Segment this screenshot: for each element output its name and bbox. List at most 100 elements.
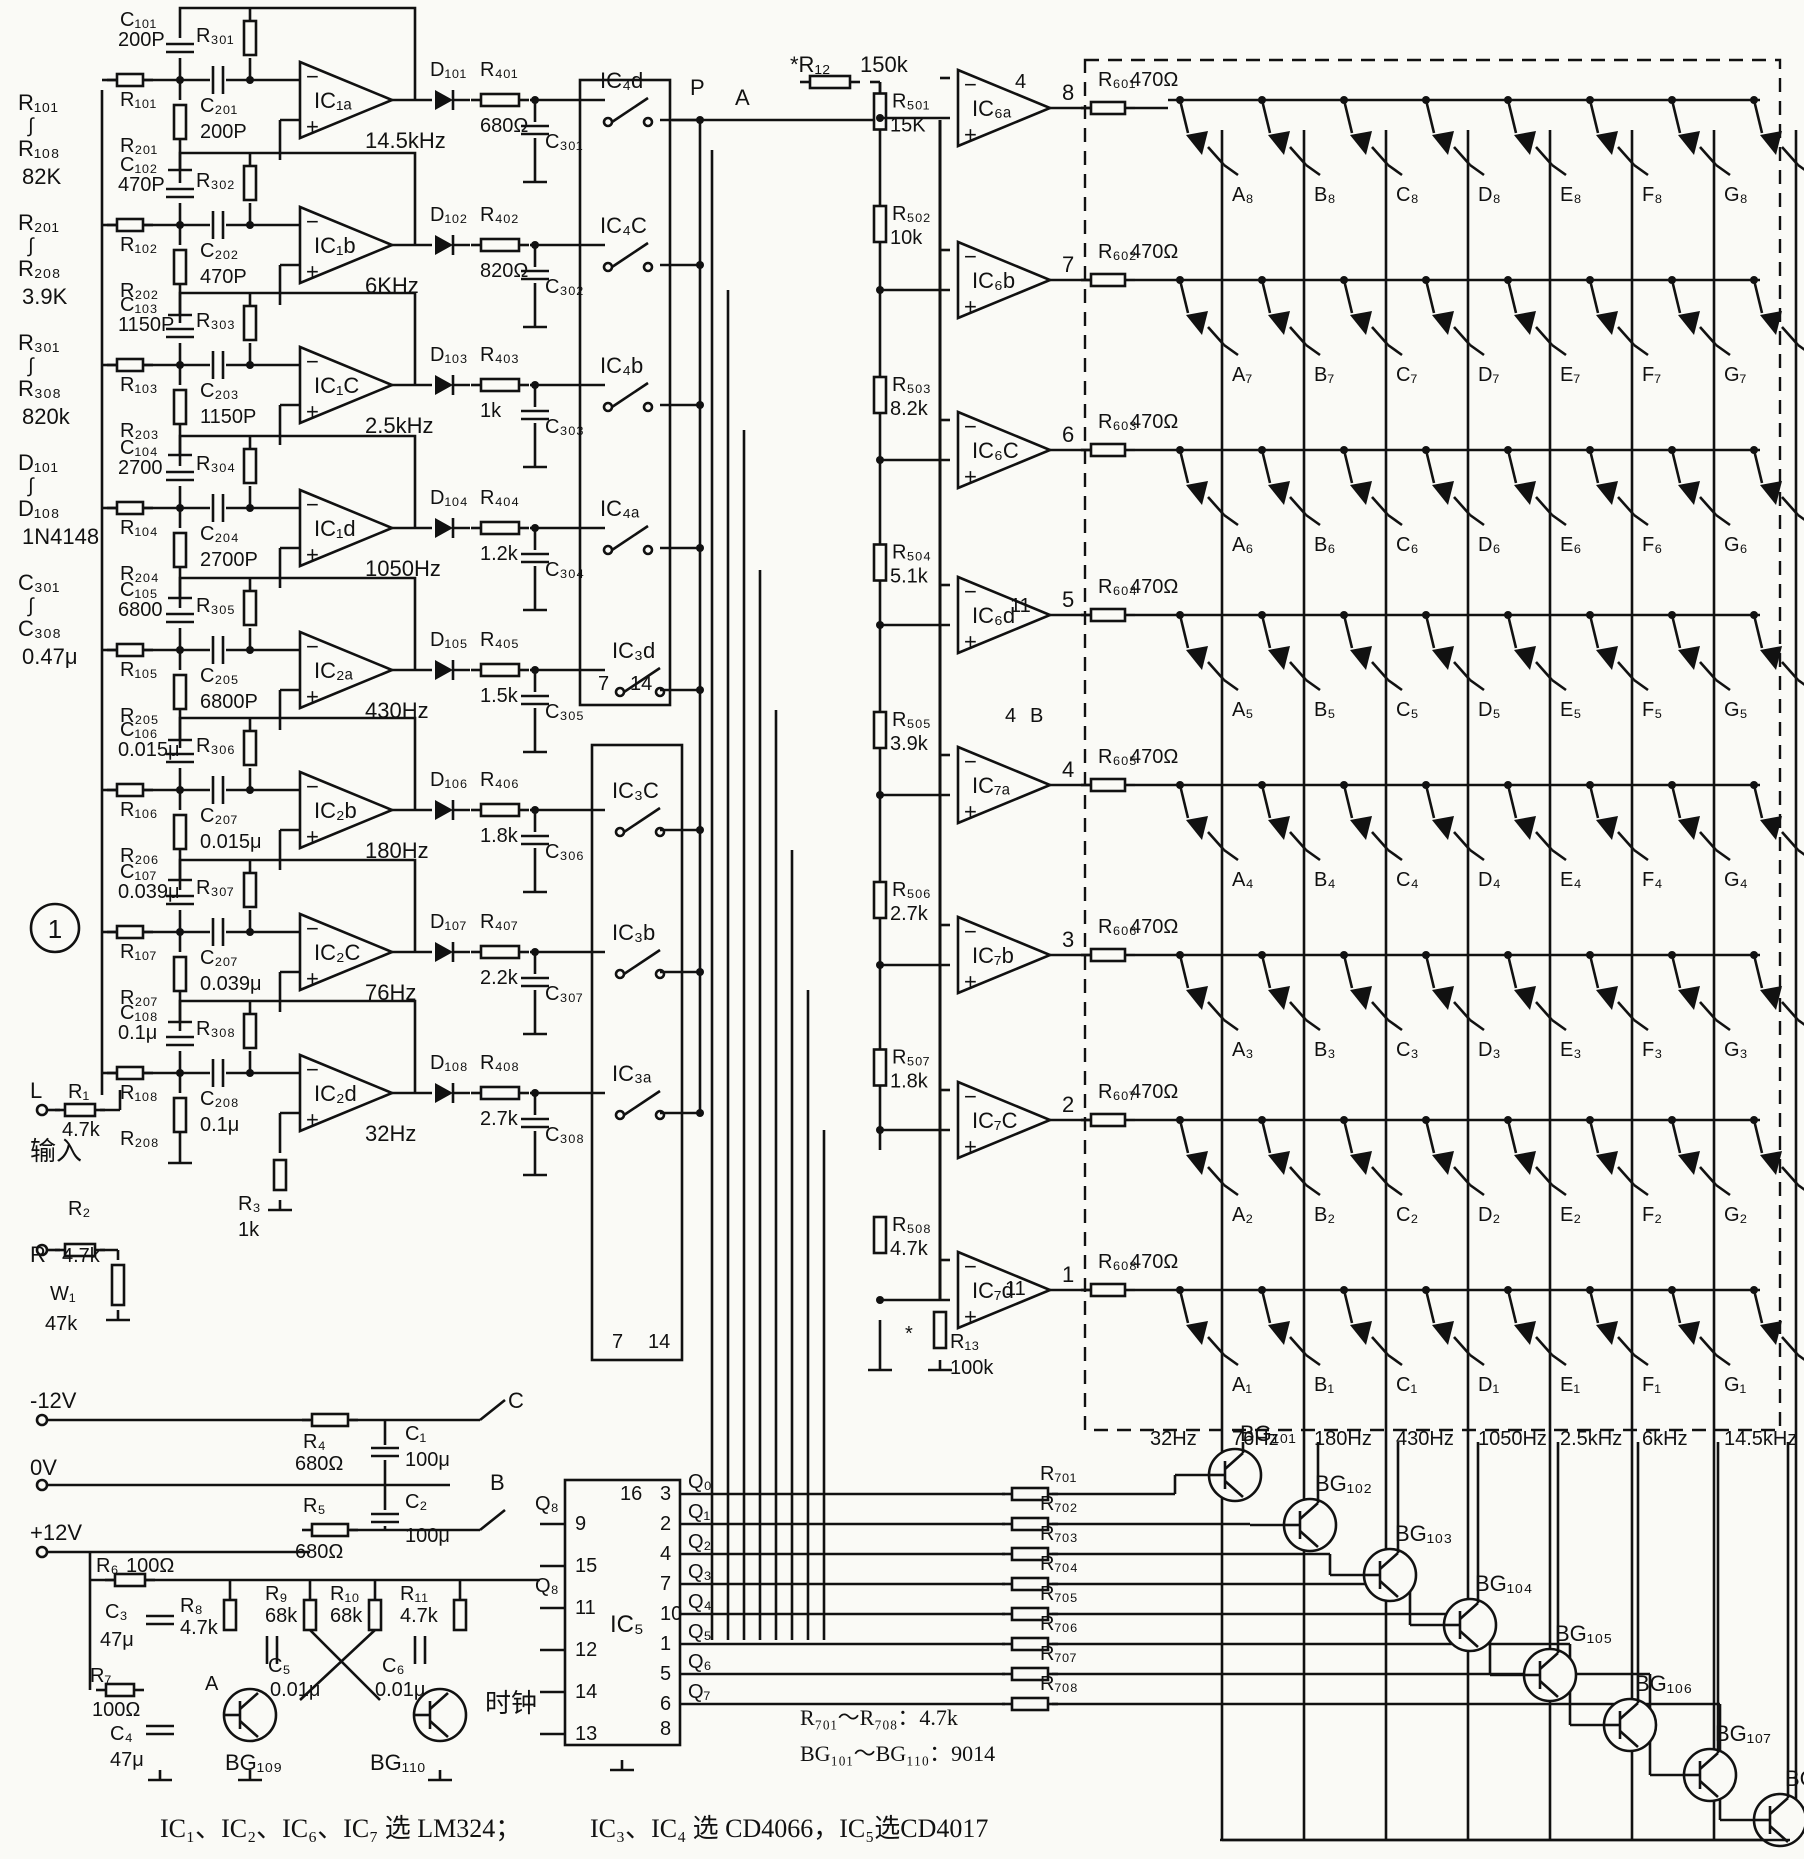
driver-transistor xyxy=(1299,1502,1319,1520)
switch-arm xyxy=(623,948,661,976)
c2-name: C₂ xyxy=(405,1491,427,1513)
figure-number-circle xyxy=(29,902,81,954)
counter-left-pin: 11 xyxy=(575,1597,596,1619)
led-F4 xyxy=(1596,816,1618,840)
filter-shunt-resistor xyxy=(172,955,188,993)
led-G2 xyxy=(1678,1151,1700,1175)
ic3-pin7: 7 xyxy=(612,1331,623,1353)
led-lead xyxy=(1305,163,1321,177)
led-D3 xyxy=(1432,986,1454,1010)
switch-contact xyxy=(642,401,654,413)
input-l-label: L xyxy=(30,1078,42,1103)
led-lead xyxy=(1633,1183,1649,1197)
led-lead xyxy=(1424,279,1436,314)
driver-resistor-name: R₇₀₂ xyxy=(1040,1493,1077,1515)
clock-transistor-bg110 xyxy=(429,1692,449,1710)
ic4-pin7: 7 xyxy=(598,673,609,695)
led-lead xyxy=(1551,678,1567,692)
switch-contact xyxy=(654,1109,666,1121)
led-lead xyxy=(1670,614,1682,649)
led-series-resistor xyxy=(1089,607,1127,623)
driver-transistor xyxy=(1769,1797,1789,1815)
led-label: B₈ xyxy=(1314,184,1336,206)
rectifier-diode xyxy=(435,942,453,962)
opamp-plus: + xyxy=(964,464,977,489)
switch-ic4-label: IC₄b xyxy=(600,353,643,378)
opamp-minus: − xyxy=(964,1084,977,1109)
driver-transistor xyxy=(1699,1780,1719,1798)
switch-contact xyxy=(642,261,654,273)
led-lead xyxy=(1506,954,1518,989)
led-label: E₄ xyxy=(1560,869,1582,891)
resistor-r3-name: R₃₀₇ xyxy=(196,877,234,899)
driver-transistor xyxy=(1539,1652,1559,1670)
led-label: A₃ xyxy=(1232,1039,1253,1061)
led-label: C₅ xyxy=(1396,699,1419,721)
led-D6 xyxy=(1432,481,1454,505)
driver-transistor xyxy=(1699,1752,1719,1770)
clock-transistor-bg109-label: BG₁₀₉ xyxy=(225,1750,282,1775)
driver-transistor xyxy=(1619,1730,1639,1748)
counter-right-pin: 5 xyxy=(660,1663,671,1685)
comparator-opamp-label: IC₇b xyxy=(972,943,1014,968)
led-E5 xyxy=(1514,646,1536,670)
counter-left-pin: 13 xyxy=(575,1723,597,1745)
ic7-vcc-pin: 4 xyxy=(1005,705,1016,727)
matrix-column-frequency: 32Hz xyxy=(1150,1428,1197,1450)
footer-left-note: IC₁、IC₂、IC₆、IC₇ 选 LM324； xyxy=(160,1814,522,1843)
opamp-minus: − xyxy=(306,209,319,234)
switch-contact xyxy=(614,686,626,698)
led-lead xyxy=(1223,678,1239,692)
ladder-resistor-name: R₅₀₅ xyxy=(892,709,931,731)
led-D7 xyxy=(1432,311,1454,335)
driver-transistor xyxy=(1224,1480,1244,1498)
led-label: B₆ xyxy=(1314,534,1335,556)
led-resistor-value: 470Ω xyxy=(1130,916,1178,938)
led-lead xyxy=(1506,1119,1518,1154)
led-lead xyxy=(1551,848,1567,862)
led-lead xyxy=(1715,1353,1731,1367)
driver-resistor-name: R₇₀₃ xyxy=(1040,1523,1078,1545)
led-label: G₈ xyxy=(1724,184,1748,206)
led-label: G₆ xyxy=(1724,534,1748,556)
cap-c1-name: C₁₀₁ xyxy=(120,9,156,31)
led-lead xyxy=(1305,1018,1321,1032)
led-F1 xyxy=(1596,1321,1618,1345)
led-A5 xyxy=(1186,646,1208,670)
led-lead xyxy=(1342,954,1354,989)
output-resistor-value: 2.2k xyxy=(480,967,519,989)
r13-name: R₁₃ xyxy=(950,1331,979,1353)
resistor-r3-name: R₃₀₃ xyxy=(196,310,235,332)
counter-left-pin: 14 xyxy=(575,1681,597,1703)
led-lead xyxy=(1506,1289,1518,1324)
led-lead xyxy=(1305,678,1321,692)
ladder-resistor-name: R₅₀₃ xyxy=(892,374,931,396)
rectifier-diode xyxy=(435,90,453,110)
led-lead xyxy=(1424,784,1436,819)
legend-to: R₃₀₈ xyxy=(18,376,61,401)
led-lead xyxy=(1797,343,1804,351)
feedback-wire xyxy=(178,858,417,952)
resistor-r2-name: R₂₀₅ xyxy=(120,705,159,727)
led-lead xyxy=(1387,1183,1403,1197)
cap-c1-value: 6800 xyxy=(118,599,163,621)
comparator-opamp xyxy=(956,745,1054,825)
opamp-plus: + xyxy=(964,294,977,319)
led-lead xyxy=(1260,99,1272,134)
led-A7 xyxy=(1186,311,1208,335)
led-lead xyxy=(1633,848,1649,862)
filter-shunt-resistor xyxy=(172,248,188,286)
switch-contact xyxy=(602,261,614,273)
resistor-r3-name: R₃₀₄ xyxy=(196,453,235,475)
led-lead xyxy=(1670,784,1682,819)
led-label: D₂ xyxy=(1478,1204,1500,1226)
filter-opamp-label: IC₂C xyxy=(314,940,361,965)
filter-feedback-resistor xyxy=(242,447,258,485)
power-neg-terminal xyxy=(35,1413,49,1427)
led-label: A₆ xyxy=(1232,534,1253,556)
r1-name: R₁ xyxy=(68,1081,89,1103)
filter-shunt-resistor xyxy=(172,1096,188,1134)
filter-frequency: 14.5kHz xyxy=(365,128,446,153)
switch-ic3-label: IC₃C xyxy=(612,778,659,803)
filter-output-resistor xyxy=(479,1085,521,1101)
